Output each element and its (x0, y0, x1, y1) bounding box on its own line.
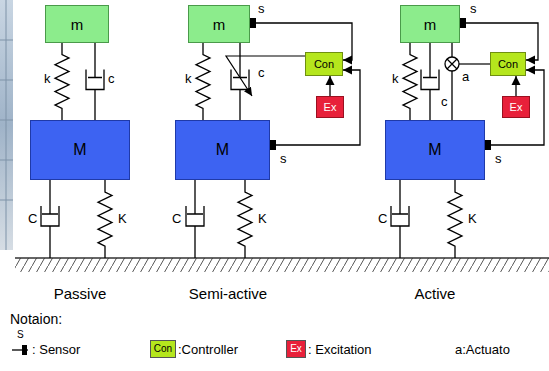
legend-text: :Controller (178, 343, 238, 356)
node-text: m (213, 17, 226, 32)
node-text: Con (314, 59, 334, 70)
ground-damper (41, 180, 59, 258)
ground-line (15, 257, 549, 259)
part-label: K (118, 212, 127, 225)
element-label: k (185, 72, 192, 85)
mass-large: M (175, 120, 270, 180)
spring-connector (403, 43, 417, 120)
node-text: m (71, 17, 84, 32)
node-text: m (424, 17, 437, 32)
part-label: s (470, 2, 477, 15)
excitation-box: Ex (316, 96, 344, 118)
node-text: Ex (324, 102, 337, 113)
mass-small: m (45, 5, 109, 43)
part-label: Active (415, 286, 456, 301)
damper-connector (86, 43, 104, 120)
part-label: s (495, 152, 502, 165)
mass-large: M (30, 120, 130, 180)
element-label: a (462, 70, 469, 83)
part-label: C (172, 212, 181, 225)
part-label: s (258, 2, 265, 15)
damper-connector (231, 43, 249, 120)
part-label: K (258, 212, 267, 225)
spring-connector (55, 43, 69, 120)
ground-damper (186, 180, 204, 258)
part-label: Con (154, 344, 172, 354)
part-label: Semi-active (189, 286, 267, 301)
ground-spring (448, 180, 462, 258)
element-label: k (44, 72, 51, 85)
photo-strip (0, 0, 13, 250)
actuator-connector (451, 43, 452, 120)
legend-text: : Excitation (308, 343, 372, 356)
controller-box: Con (305, 52, 343, 76)
mass-small: m (400, 5, 460, 43)
ground-damper (391, 180, 409, 258)
controller-box: Con (490, 52, 526, 76)
element-label: k (392, 72, 399, 85)
actuator-symbol (445, 57, 459, 71)
ground-spring (98, 180, 112, 258)
element-label: c (108, 72, 115, 85)
actuator-cross (447, 59, 457, 69)
part-label: S (17, 330, 24, 340)
part-label: Notaion: (10, 312, 62, 326)
node-text: Con (498, 59, 518, 70)
wire-connector (270, 70, 360, 145)
node-text: M (73, 142, 86, 158)
part-label: C (28, 212, 37, 225)
node-text: M (216, 142, 229, 158)
part-label: Passive (54, 286, 107, 301)
part-label: s (280, 152, 287, 165)
part-label: C (378, 212, 387, 225)
wire-connector (485, 70, 544, 145)
up-connector (329, 76, 330, 96)
legend-sensor-block (22, 345, 27, 355)
control-line (459, 63, 490, 64)
part-label: K (468, 212, 477, 225)
photo-detail (0, 0, 13, 250)
element-label: c (441, 95, 448, 108)
legend-text: : Sensor (32, 343, 80, 356)
mass-small: m (188, 5, 250, 43)
part-label: Ex (290, 344, 302, 354)
spring-connector (196, 43, 210, 120)
excitation-box: Ex (502, 96, 530, 118)
up-connector (515, 76, 516, 96)
node-text: M (428, 142, 441, 158)
node-text: Ex (510, 102, 523, 113)
damper-connector (421, 43, 439, 120)
element-label: c (258, 66, 265, 79)
mass-large: M (385, 120, 485, 180)
legend-text: a:Actuato (455, 343, 510, 356)
ground-spring (238, 180, 252, 258)
ground-hatch (15, 258, 549, 272)
